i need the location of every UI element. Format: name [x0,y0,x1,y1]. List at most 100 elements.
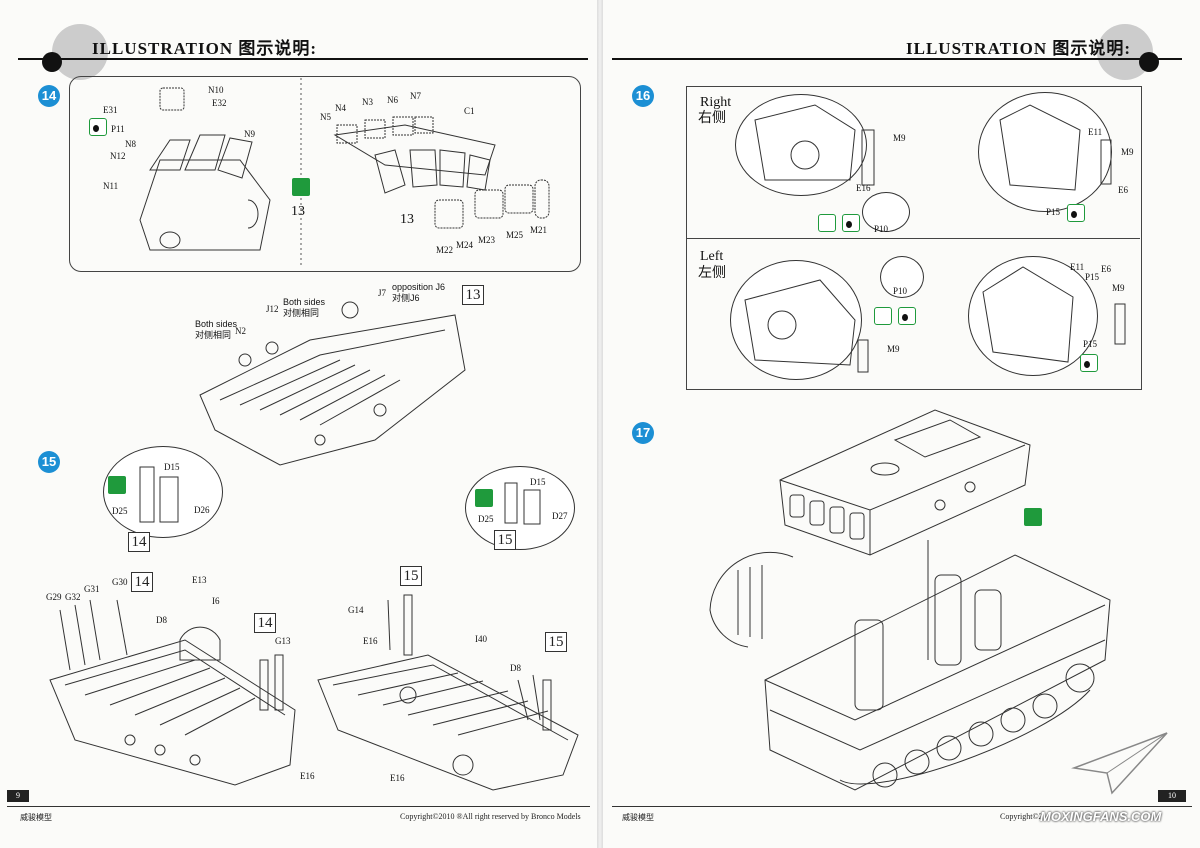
label-n12: N12 [110,151,126,161]
step-14-sub-ref: 13 [462,285,484,305]
label-n2: N2 [235,326,246,336]
label-d15-a: D15 [164,462,180,472]
step-16-divider [686,238,1140,239]
label-m21: M21 [530,225,548,235]
glue-dot-icon [842,214,860,232]
label-m9-c: M9 [887,344,900,354]
label-p15-c: P15 [1083,339,1098,349]
watermark-plane-logo [1071,732,1168,795]
step-15-part-left-drawing [139,466,179,523]
step-16-right-callout-a [735,94,867,196]
step-15-ref-f: 15 [545,632,567,652]
step-17-badge: 17 [632,422,654,444]
step-16-right-detail-a [754,104,856,181]
label-e31: E31 [103,105,118,115]
step-14-hull-drawing [199,301,466,466]
step-14-ref-b: 13 [400,212,414,227]
label-m24: M24 [456,240,474,250]
label-c1: C1 [464,106,475,116]
label-m9-d: M9 [1112,283,1125,293]
label-d26: D26 [194,505,210,515]
step-14-ref-a: 13 [291,204,305,219]
step-16-left-callout-a [730,260,862,380]
label-g31: G31 [84,584,100,594]
step-16-right-title-cn: 右侧 [698,111,726,126]
page-spine [597,0,603,848]
part-m9-strip [861,129,875,186]
page-number-left: 9 [7,790,29,802]
label-m23: M23 [478,235,496,245]
label-e16-b: E16 [363,636,378,646]
label-n6: N6 [387,95,398,105]
footer-brand-right: 威骏模型 [622,813,654,822]
step-16-left-title: Left [700,249,724,264]
label-e11-a: E11 [1088,127,1103,137]
header-title-right: ILLUSTRATION 图示说明: [906,39,1132,58]
header-decoration-left [42,24,108,80]
step-16-left-title-cn: 左侧 [698,266,726,281]
label-g32: G32 [65,592,81,602]
footer-copyright-left: Copyright©2010 ®All right reserved by Br… [400,812,581,821]
label-d8-b: D8 [510,663,521,673]
label-i6: I6 [212,596,220,606]
footer-rule-left [7,806,590,807]
step-15-hull-left-drawing [49,599,296,786]
label-g30: G30 [112,577,128,587]
label-m9-a: M9 [893,133,906,143]
step-14-panel [69,76,581,272]
step-16-left-detail-a [744,279,856,366]
label-m25: M25 [506,230,524,240]
remove-mark-icon [108,476,126,494]
label-p15-a: P15 [1046,207,1061,217]
label-g13: G13 [275,636,291,646]
label-m22: M22 [436,245,454,255]
label-e16-a: E16 [300,771,315,781]
label-d15-b: D15 [530,477,546,487]
label-d27: D27 [552,511,568,521]
footer-rule-right [612,806,1192,807]
label-p11: P11 [111,124,125,134]
label-d25-b: D25 [478,514,494,524]
step-17-cabin-drawing [779,409,1031,556]
step-14-cab-drawing [139,87,271,251]
step-15-hull-right-drawing [317,594,579,791]
step-16-left-callout-b [968,256,1098,376]
label-both-sides-a: Both sides [195,319,238,329]
step-15-badge: 15 [38,451,60,473]
label-p10-b: P10 [893,286,908,296]
label-d25-a: D25 [112,506,128,516]
step-16-right-title: Right [700,95,732,110]
check-down-icon [818,214,836,232]
label-n10: N10 [208,85,224,95]
glue-dot-icon [898,307,916,325]
step-16-badge: 16 [632,85,654,107]
remove-mark-icon [292,178,310,196]
check-down-icon [874,307,892,325]
remove-mark-icon [1024,508,1042,526]
step-15-part-right-drawing [504,482,541,525]
watermark-text: MOXINGFANS.COM [1040,809,1162,824]
label-e32: E32 [212,98,227,108]
footer-copyright-right: Copyright©2 [1000,812,1043,821]
page-number-right: 10 [1158,790,1186,802]
step-15-ref-a: 14 [128,532,150,552]
footer-brand-left: 威骏模型 [20,813,52,822]
label-e13: E13 [192,575,207,585]
label-e16-c: E16 [390,773,405,783]
label-both-sides-b-cn: 对侧相同 [283,308,320,318]
label-both-sides-b: Both sides [283,297,326,307]
label-g14: G14 [348,605,364,615]
header-rule-right [612,58,1182,60]
label-n8: N8 [125,139,136,149]
label-n3: N3 [362,97,373,107]
label-j12: J12 [266,304,279,314]
label-p15-b: P15 [1085,272,1100,282]
step-17-vehicle-drawing [764,540,1111,791]
part-m9-strip [1114,303,1126,345]
left-page [0,0,597,848]
label-both-sides-a-cn: 对侧相同 [195,330,232,340]
header-title-left: ILLUSTRATION 图示说明: [92,39,318,58]
part-m9-strip [1100,139,1112,185]
label-p10-a: P10 [874,224,889,234]
label-j7: J7 [378,288,387,298]
